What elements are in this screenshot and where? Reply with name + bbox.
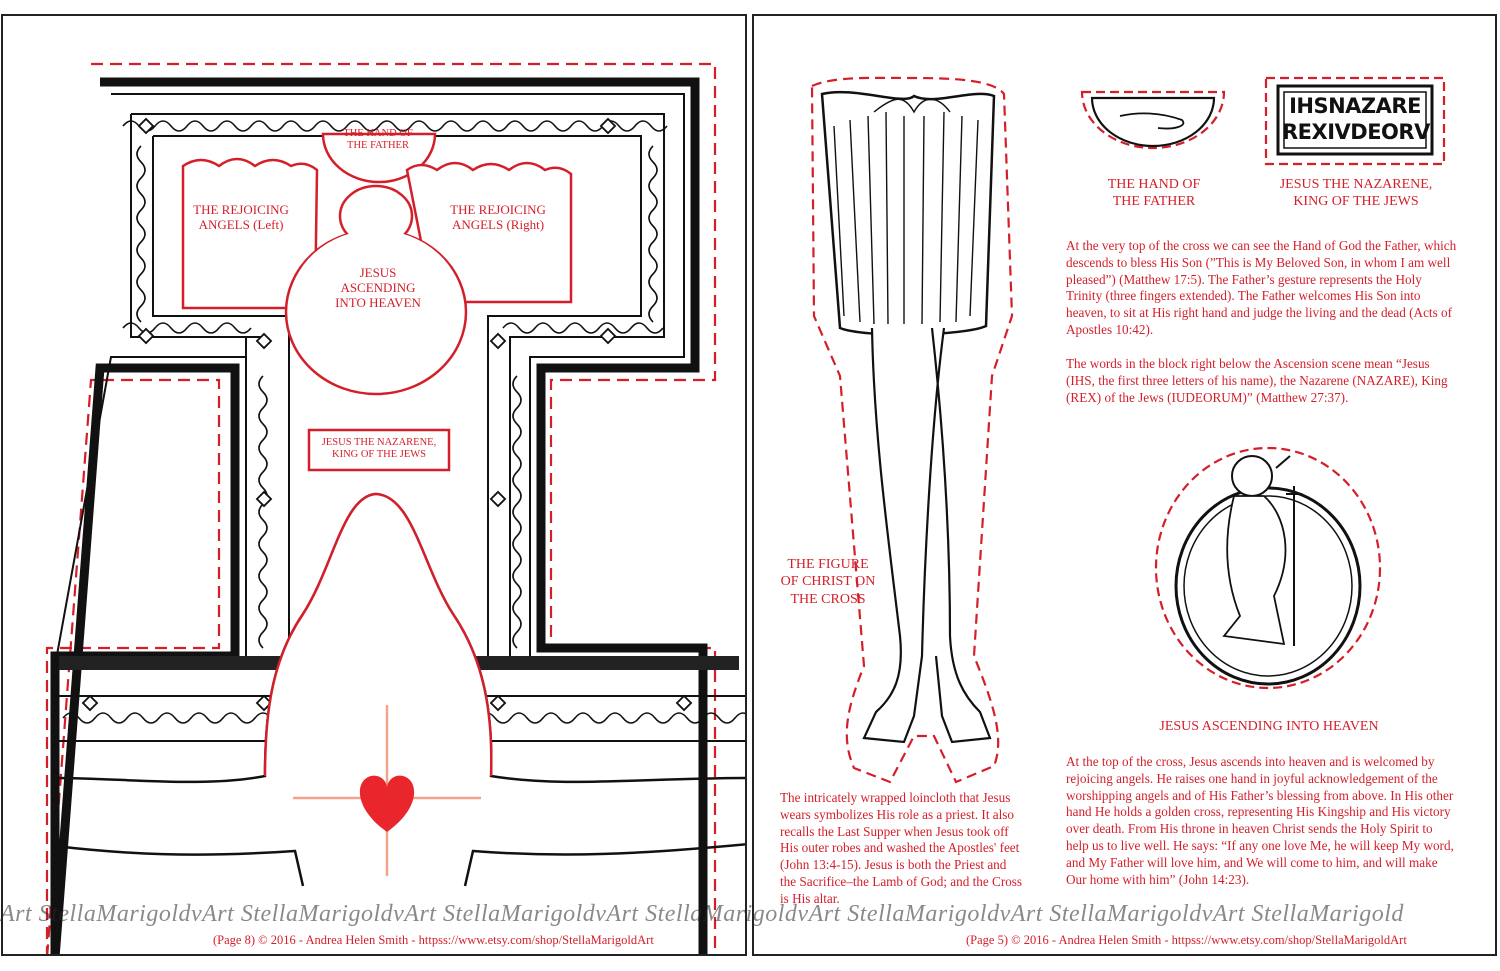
inscription-line2: REXIVDEORV <box>1282 120 1430 144</box>
label-figure-of-christ: THE FIGURE OF CHRIST ON THE CROSS <box>780 557 876 607</box>
right-page: IHSNAZARE REXIVDEORV THE HAND OF THE FAT… <box>752 14 1497 956</box>
footer-right: (Page 5) © 2016 - Andrea Helen Smith - h… <box>966 933 1407 947</box>
label-angels-right: THE REJOICING ANGELS (Right) <box>450 202 546 232</box>
paragraph-inscription-meaning: The words in the block right below the A… <box>1066 356 1448 405</box>
cutout-pieces-illustration <box>810 76 1446 784</box>
label-jesus-ascending: JESUS ASCENDING INTO HEAVEN <box>335 265 421 310</box>
inscription-line1: IHSNAZARE <box>1289 94 1421 118</box>
paragraph-loincloth: The intricately wrapped loincloth that J… <box>780 790 1023 906</box>
cross-top-illustration <box>45 62 745 954</box>
label-nazarene: JESUS THE NAZARENE, KING OF THE JEWS <box>1279 177 1433 209</box>
label-nazarene: JESUS THE NAZARENE, KING OF THE JEWS <box>321 437 437 461</box>
footer-left: (Page 8) © 2016 - Andrea Helen Smith - h… <box>213 933 654 947</box>
label-hand-of-father: THE HAND OF THE FATHER <box>1107 177 1201 209</box>
label-jesus-ascending: JESUS ASCENDING INTO HEAVEN <box>1159 719 1379 734</box>
label-angels-left: THE REJOICING ANGELS (Left) <box>193 202 289 232</box>
label-hand-of-father: THE HAND OF THE FATHER <box>343 128 413 152</box>
left-page: THE HAND OF THE FATHER THE REJOICING ANG… <box>1 14 747 956</box>
paragraph-hand-of-father: At the very top of the cross we can see … <box>1066 238 1457 337</box>
paragraph-ascending: At the top of the cross, Jesus ascends i… <box>1066 754 1454 887</box>
